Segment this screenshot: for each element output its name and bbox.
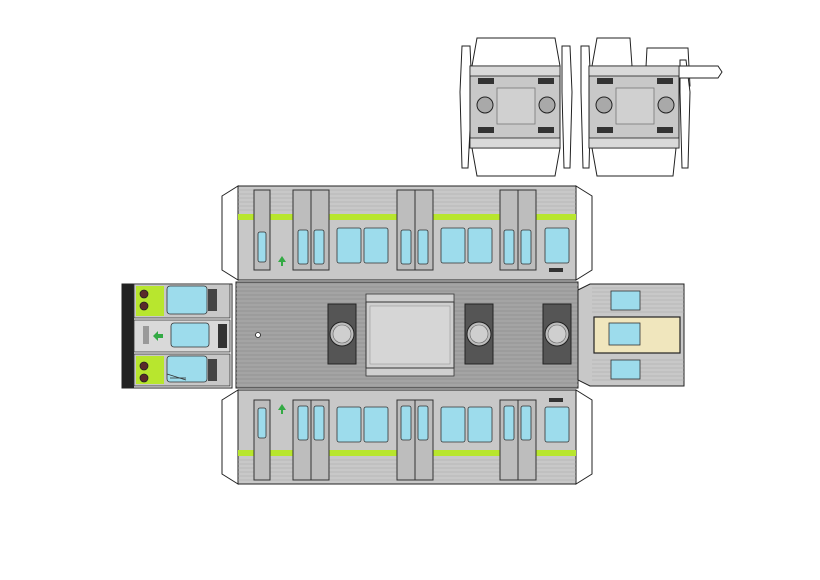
green-arrow-icon [278, 404, 286, 414]
window-top-2 [363, 227, 389, 264]
car-side-wall-bottom [221, 389, 593, 485]
door-top-3 [396, 189, 434, 271]
rear-end-panel [577, 283, 685, 387]
side-mark-top [549, 268, 563, 272]
roof-panel [235, 281, 579, 389]
green-arrow-icon [278, 256, 286, 266]
window-top-3 [440, 227, 466, 264]
window-bottom-5 [544, 406, 570, 443]
door-bottom-2 [292, 399, 330, 481]
window-bottom-4 [467, 406, 493, 443]
car-side-wall-top [221, 185, 593, 281]
door-bottom-3 [396, 399, 434, 481]
window-top-5 [544, 227, 570, 264]
roof-vent-2 [464, 303, 494, 365]
front-cab-face [121, 283, 233, 389]
door-top-4 [499, 189, 537, 271]
window-bottom-2 [363, 406, 389, 443]
bogie-part-right [580, 37, 723, 177]
door-bottom-1 [253, 399, 271, 481]
side-mark-bottom [549, 398, 563, 402]
roof-vent-3 [542, 303, 572, 365]
door-bottom-4 [499, 399, 537, 481]
window-top-4 [467, 227, 493, 264]
door-top-1 [253, 189, 271, 271]
window-top-1 [336, 227, 362, 264]
window-bottom-3 [440, 406, 466, 443]
roof-vent-1 [327, 303, 357, 365]
bogie-part-left [459, 37, 573, 177]
roof-antenna [255, 332, 261, 338]
door-top-2 [292, 189, 330, 271]
green-arrow-icon [153, 331, 163, 341]
window-bottom-1 [336, 406, 362, 443]
